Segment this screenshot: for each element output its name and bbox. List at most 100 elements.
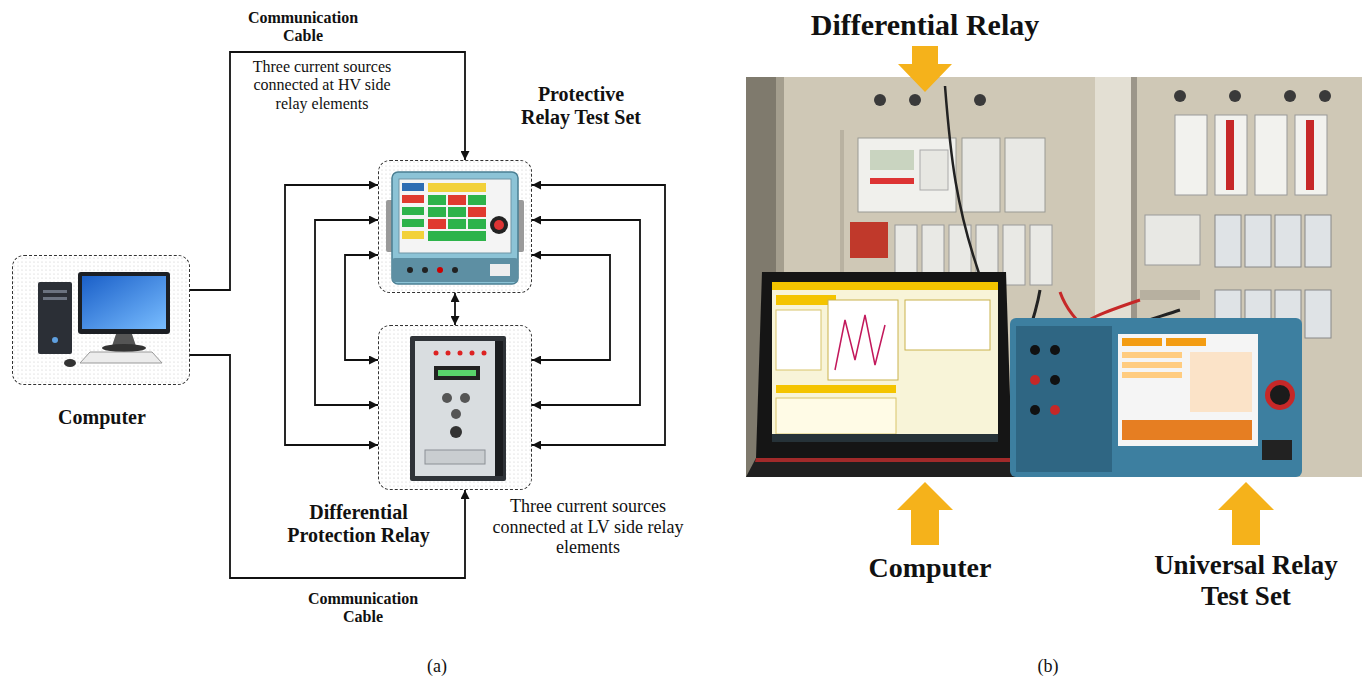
panel-photo (1166, 338, 1206, 346)
panel-photo (746, 77, 1362, 477)
box-ground (379, 326, 531, 489)
panel-photo (828, 300, 898, 380)
panel-photo (1270, 385, 1290, 405)
panel-photo (772, 434, 998, 442)
connector (454, 293, 456, 325)
panel-photo (1305, 290, 1331, 338)
pointer-arrow (898, 46, 952, 92)
panel-photo (776, 398, 896, 434)
panel-photo (1174, 90, 1186, 102)
panel-photo (1140, 290, 1200, 300)
panel-photo (1305, 215, 1331, 267)
panel-photo (835, 315, 885, 370)
test-set-icon (407, 267, 413, 273)
node-heading: Differential Protection Relay (276, 501, 441, 547)
panel-photo (909, 94, 921, 106)
panel-photo (755, 458, 1013, 462)
panel-photo (1016, 326, 1112, 472)
test-set-icon (402, 183, 424, 191)
box-ground (379, 161, 531, 292)
test-set-icon (392, 258, 518, 282)
relay-icon (495, 341, 503, 476)
panel-photo (1050, 405, 1060, 415)
pointer-arrow (897, 46, 1274, 545)
panel-photo (1215, 215, 1241, 267)
panel-photo (772, 282, 998, 442)
relay-icon (415, 341, 495, 476)
test-set-icon (386, 172, 524, 284)
test-set-icon (402, 219, 424, 227)
test-set-icon (402, 195, 424, 203)
panel-letter: (b) (1028, 656, 1068, 677)
computer-icon (43, 297, 67, 300)
panel-photo (1050, 345, 1060, 355)
panel-photo (1122, 352, 1182, 358)
panel-photo (1122, 362, 1182, 368)
test-set-icon (392, 172, 518, 284)
panel-photo (920, 150, 948, 190)
panel-photo (1122, 338, 1162, 346)
relay-icon (482, 351, 487, 356)
computer-icon (80, 352, 162, 363)
panel-letter: (a) (417, 656, 457, 677)
test-set-icon (399, 179, 511, 253)
cable-label: Communication Cable (233, 9, 373, 46)
connector (285, 185, 378, 445)
panel-photo (1215, 115, 1247, 195)
computer-box: Computer (12, 255, 190, 385)
relay-icon (460, 393, 470, 403)
panel-photo (962, 138, 1000, 212)
panel-photo (1275, 215, 1301, 267)
relay-icon (451, 409, 461, 419)
panel-photo (776, 295, 836, 305)
panel-photo (850, 222, 888, 258)
relay-icon (446, 351, 451, 356)
relay-icon (450, 426, 462, 438)
test-set-box: Protective Relay Test Set (378, 160, 532, 293)
panel-photo (772, 282, 998, 290)
test-set-icon (490, 216, 508, 234)
panel-photo (1226, 120, 1234, 190)
panel-photo (746, 77, 1362, 477)
test-set-icon (452, 267, 458, 273)
panel-photo (905, 300, 990, 350)
panel-photo (776, 385, 896, 393)
panel-photo (1295, 115, 1327, 195)
test-set-icon (402, 231, 424, 239)
panel-photo (1319, 90, 1331, 102)
connector (190, 52, 465, 290)
test-set-icon (468, 207, 486, 217)
panel-photo (870, 178, 914, 184)
panel-photo (1245, 215, 1271, 267)
relay-icon (438, 370, 476, 376)
panel-photo (858, 138, 956, 212)
relay-icon (442, 393, 452, 403)
panel-photo (1306, 120, 1314, 190)
test-set-icon (437, 267, 443, 273)
panel-photo (1284, 90, 1296, 102)
test-set-icon (428, 183, 486, 192)
connector (532, 220, 640, 405)
connector (315, 220, 378, 405)
panel-photo (1005, 138, 1045, 212)
panel-photo (974, 94, 986, 106)
panel-photo (1010, 318, 1302, 477)
computer-icon (82, 276, 166, 329)
panel-photo (1030, 375, 1040, 385)
box-ground (13, 161, 531, 489)
panel-photo (1030, 225, 1052, 285)
box-ground (13, 256, 189, 384)
panel-photo (756, 272, 1012, 458)
test-set-icon (494, 220, 504, 230)
panel-photo (1229, 90, 1241, 102)
relay-icon (470, 351, 475, 356)
panel-photo (1050, 375, 1060, 385)
test-set-icon (428, 195, 446, 205)
note-text: Three current sources connected at HV si… (242, 58, 402, 113)
photo-callout: Differential Relay (765, 8, 1085, 43)
panel-photo (1262, 440, 1292, 460)
panel-photo (1145, 215, 1200, 265)
relay-icon (434, 366, 480, 380)
relay-icon (434, 351, 439, 356)
